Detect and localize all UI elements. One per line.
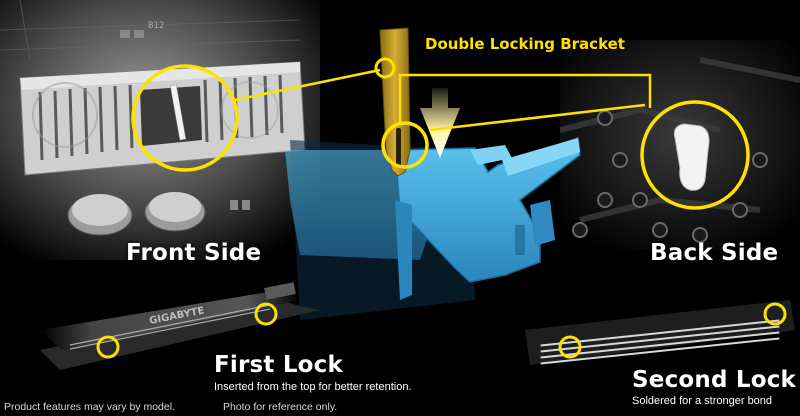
front-side-label: Front Side (126, 240, 262, 266)
back-side-label: Back Side (650, 240, 779, 266)
second-lock-photo (525, 300, 795, 365)
blue-slot-latch (285, 27, 581, 320)
disclaimer-photo: Photo for reference only. (223, 401, 338, 413)
first-lock-photo: GIGABYTE (40, 282, 320, 370)
silkscreen-marking: B12 (148, 21, 164, 31)
disclaimer-features: Product features may vary by model. (4, 401, 175, 413)
first-lock-label: First Lock (214, 352, 344, 378)
second-lock-caption: Soldered for a stronger bond (632, 395, 773, 407)
callout-markers (131, 57, 750, 210)
second-lock-label: Second Lock (632, 367, 797, 393)
first-lock-caption: Inserted from the top for better retenti… (214, 381, 412, 393)
front-side-photo: B12 (0, 0, 320, 260)
headline-title: Double Locking Bracket (425, 35, 625, 53)
back-side-photo (559, 40, 800, 250)
